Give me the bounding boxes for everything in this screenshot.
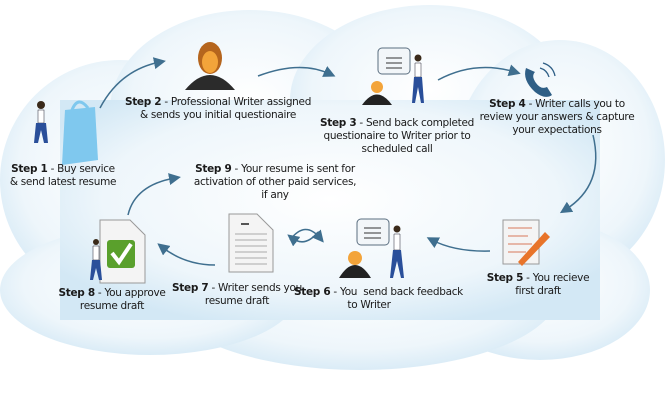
step-6-label: Step 6: [294, 286, 331, 298]
arrow-7-8: [157, 243, 216, 266]
step-7-text: resume draft: [204, 295, 270, 307]
step-2-label: Step 2: [124, 96, 162, 108]
step-5-text: You recieve: [532, 272, 590, 284]
step-5: Step 5 - You recieve first draft: [478, 272, 598, 298]
step-8-text: resume draft: [79, 300, 145, 312]
step-1-text: Buy service: [57, 163, 115, 175]
step-1: Step 1 - Buy service & send latest resum…: [0, 163, 126, 189]
step-8-label: Step 8: [58, 287, 95, 299]
arrow-7-6: [289, 228, 324, 243]
separator: -: [330, 286, 340, 298]
step-9-text: if any: [261, 189, 289, 201]
step-9-text: Your resume is sent for: [241, 163, 355, 175]
separator: -: [356, 117, 366, 129]
document-icon: [228, 213, 274, 273]
step-9-label: Step 9: [195, 163, 232, 175]
approved-document-icon: [90, 219, 146, 284]
arrow-5-6: [426, 237, 491, 252]
edit-document-icon: [502, 219, 550, 266]
arrow-8-9: [127, 173, 181, 216]
step-2: Step 2 - Professional Writer assigned & …: [118, 96, 318, 122]
step-8-text: You approve: [104, 287, 166, 299]
step-7: Step 7 - Writer sends you resume draft: [172, 282, 302, 308]
arrow-2-3: [257, 66, 336, 77]
separator: -: [47, 163, 58, 175]
step-4: Step 4 - Writer calls you to review your…: [467, 98, 647, 137]
separator: -: [523, 272, 533, 284]
writer-avatar-icon: [185, 42, 235, 90]
separator: -: [208, 282, 219, 294]
step-4-text: review your answers & capture: [479, 111, 635, 123]
step-2-text: & sends you initial questionaire: [139, 109, 297, 121]
step-5-label: Step 5: [486, 272, 524, 284]
arrow-1-2: [99, 57, 166, 109]
step-3: Step 3 - Send back completed questionair…: [307, 117, 487, 156]
separator: -: [231, 163, 242, 175]
step-3-text: Send back completed: [365, 117, 475, 129]
step-2-text: Professional Writer assigned: [170, 96, 312, 108]
conversation-icon: [362, 47, 424, 105]
person-icon: [34, 101, 48, 143]
separator: -: [94, 287, 105, 299]
step-4-label: Step 4: [489, 98, 526, 110]
arrow-4-5: [559, 134, 597, 214]
step-6-text: to Writer: [347, 299, 391, 311]
step-3-label: Step 3: [319, 117, 357, 129]
step-1-text: & send latest resume: [9, 176, 117, 188]
step-5-text: first draft: [515, 285, 561, 297]
step-4-text: your expectations: [512, 124, 602, 136]
shopping-bag-icon: [62, 100, 98, 165]
conversation-icon: [339, 218, 404, 278]
step-8: Step 8 - You approve resume draft: [56, 287, 168, 313]
step-3-text: questionaire to Writer prior to: [323, 130, 471, 142]
step-9: Step 9 - Your resume is sent for activat…: [185, 163, 365, 202]
step-1-label: Step 1: [11, 163, 48, 175]
separator: -: [525, 98, 536, 110]
step-6: Step 6 - You send back feedback to Write…: [294, 286, 463, 312]
step-3-text: scheduled call: [361, 143, 433, 155]
separator: -: [161, 96, 171, 108]
arrow-3-4: [437, 64, 521, 81]
step-7-text: Writer sends you: [218, 282, 302, 294]
step-4-text: Writer calls you to: [535, 98, 625, 110]
step-9-text: activation of other paid services,: [193, 176, 357, 188]
phone-icon: [525, 62, 556, 97]
step-6-text: You send back feedback: [339, 286, 463, 298]
step-7-label: Step 7: [172, 282, 209, 294]
